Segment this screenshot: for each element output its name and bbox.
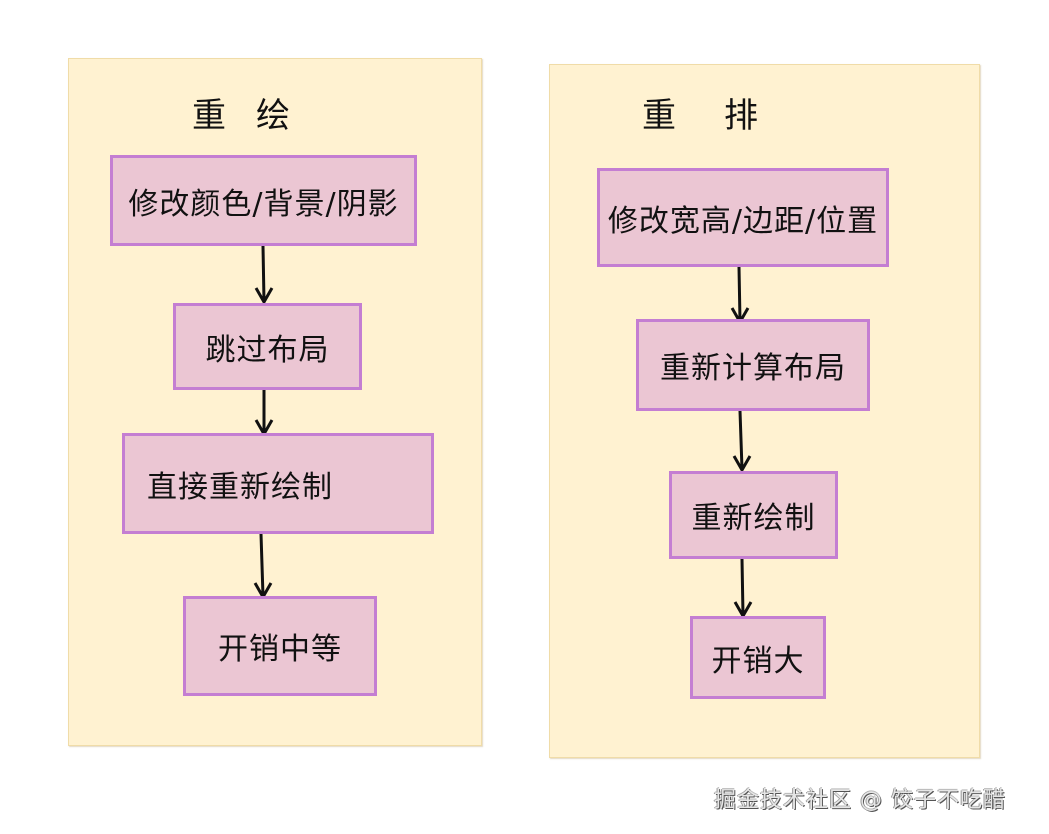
reflow-step-3: 重新绘制 [669, 471, 838, 559]
watermark: 掘金技术社区 @ 饺子不吃醋 [714, 788, 1006, 813]
arrow-icon [254, 245, 274, 306]
repaint-step-2: 跳过布局 [173, 303, 362, 390]
repaint-title: 重绘 [192, 96, 320, 136]
arrow-icon [732, 410, 752, 474]
arrow-icon [733, 558, 753, 620]
arrow-icon [253, 533, 273, 601]
reflow-step-4: 开销大 [690, 616, 826, 699]
arrow-icon [730, 266, 750, 326]
repaint-step-1: 修改颜色/背景/阴影 [110, 155, 417, 246]
reflow-step-2: 重新计算布局 [636, 319, 870, 411]
reflow-step-1: 修改宽高/边距/位置 [597, 168, 889, 267]
arrow-icon [254, 390, 274, 438]
repaint-step-3: 直接重新绘制 [122, 433, 434, 534]
reflow-title: 重排 [642, 96, 806, 136]
repaint-step-4: 开销中等 [183, 596, 377, 696]
